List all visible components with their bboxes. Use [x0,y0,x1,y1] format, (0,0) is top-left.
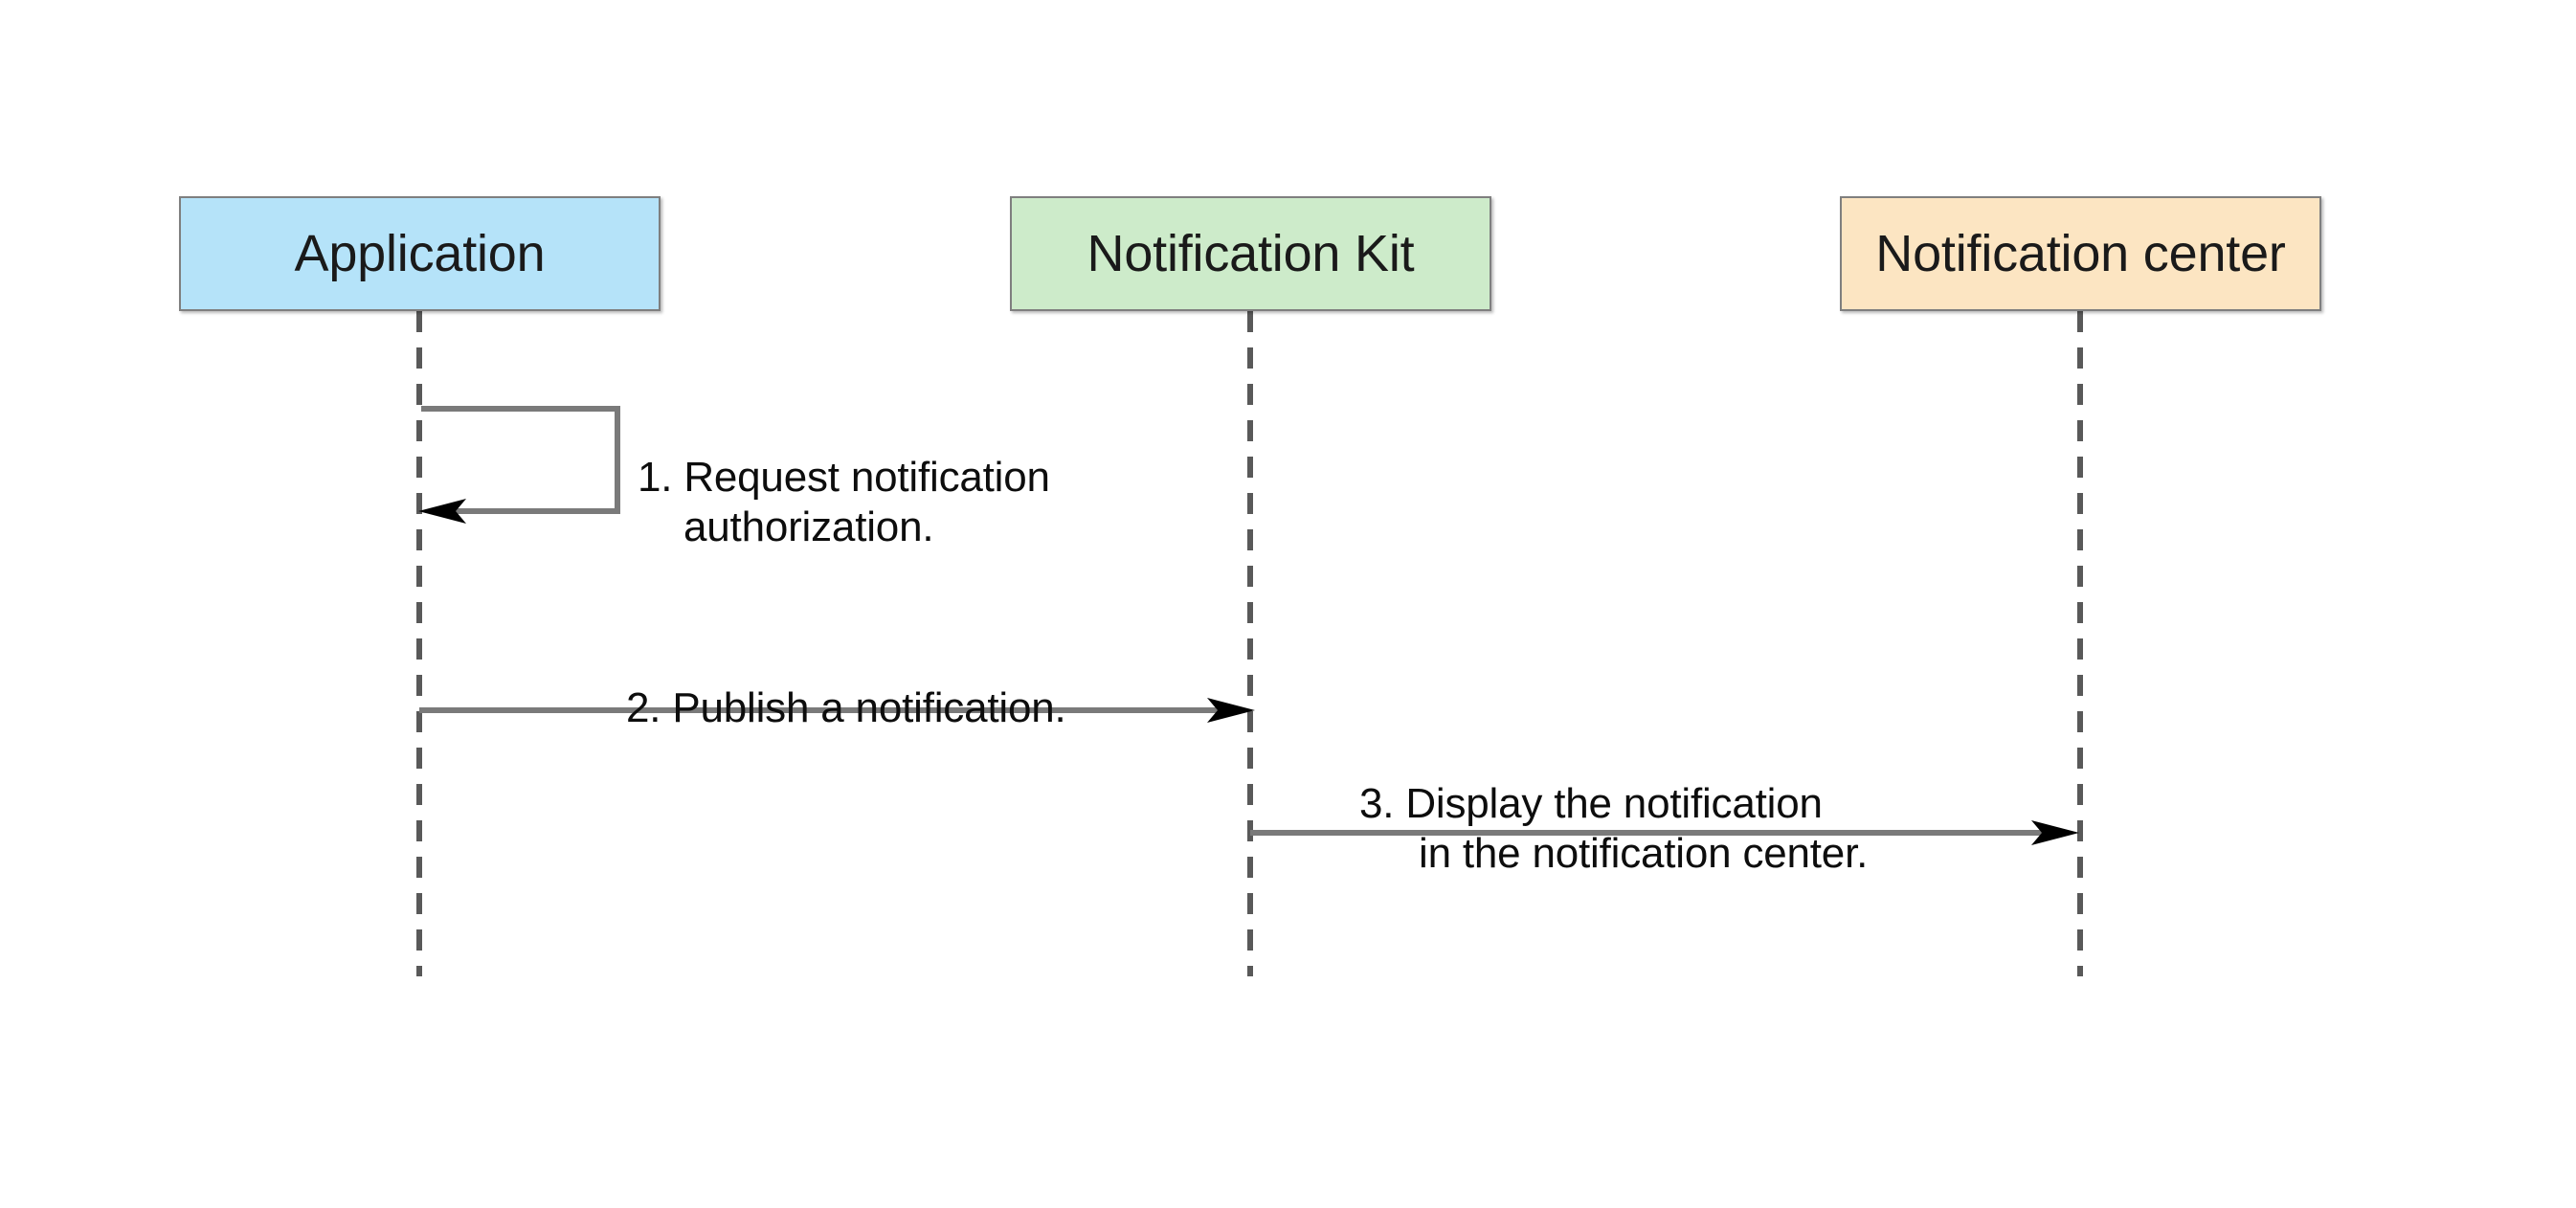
message-arrow-3 [1250,820,2079,845]
participant-application-label: Application [294,225,546,282]
participant-notification-center-label: Notification center [1875,225,2286,282]
participant-notification-kit[interactable]: Notification Kit [1010,196,1491,311]
message-arrow-2 [419,698,1255,723]
message-label-2: 2. Publish a notification. [626,634,1200,733]
participant-notification-kit-label: Notification Kit [1086,225,1415,282]
message-label-1-line1: 1. Request notification [638,453,1050,501]
message-label-3-line2: in the notification center. [1419,829,1869,877]
message-label-2-line1: 2. Publish a notification. [626,683,1066,731]
message-arrow-1-self-call [418,406,620,524]
message-label-1: 1. Request notification authorization. [638,403,1231,602]
participant-application[interactable]: Application [179,196,661,311]
message-label-3: 3. Display the notification in the notif… [1359,729,2029,928]
lifelines [416,311,2083,976]
message-label-3-line1: 3. Display the notification [1359,779,1823,827]
message-label-1-line2: authorization. [683,503,934,550]
participant-notification-center[interactable]: Notification center [1840,196,2321,311]
